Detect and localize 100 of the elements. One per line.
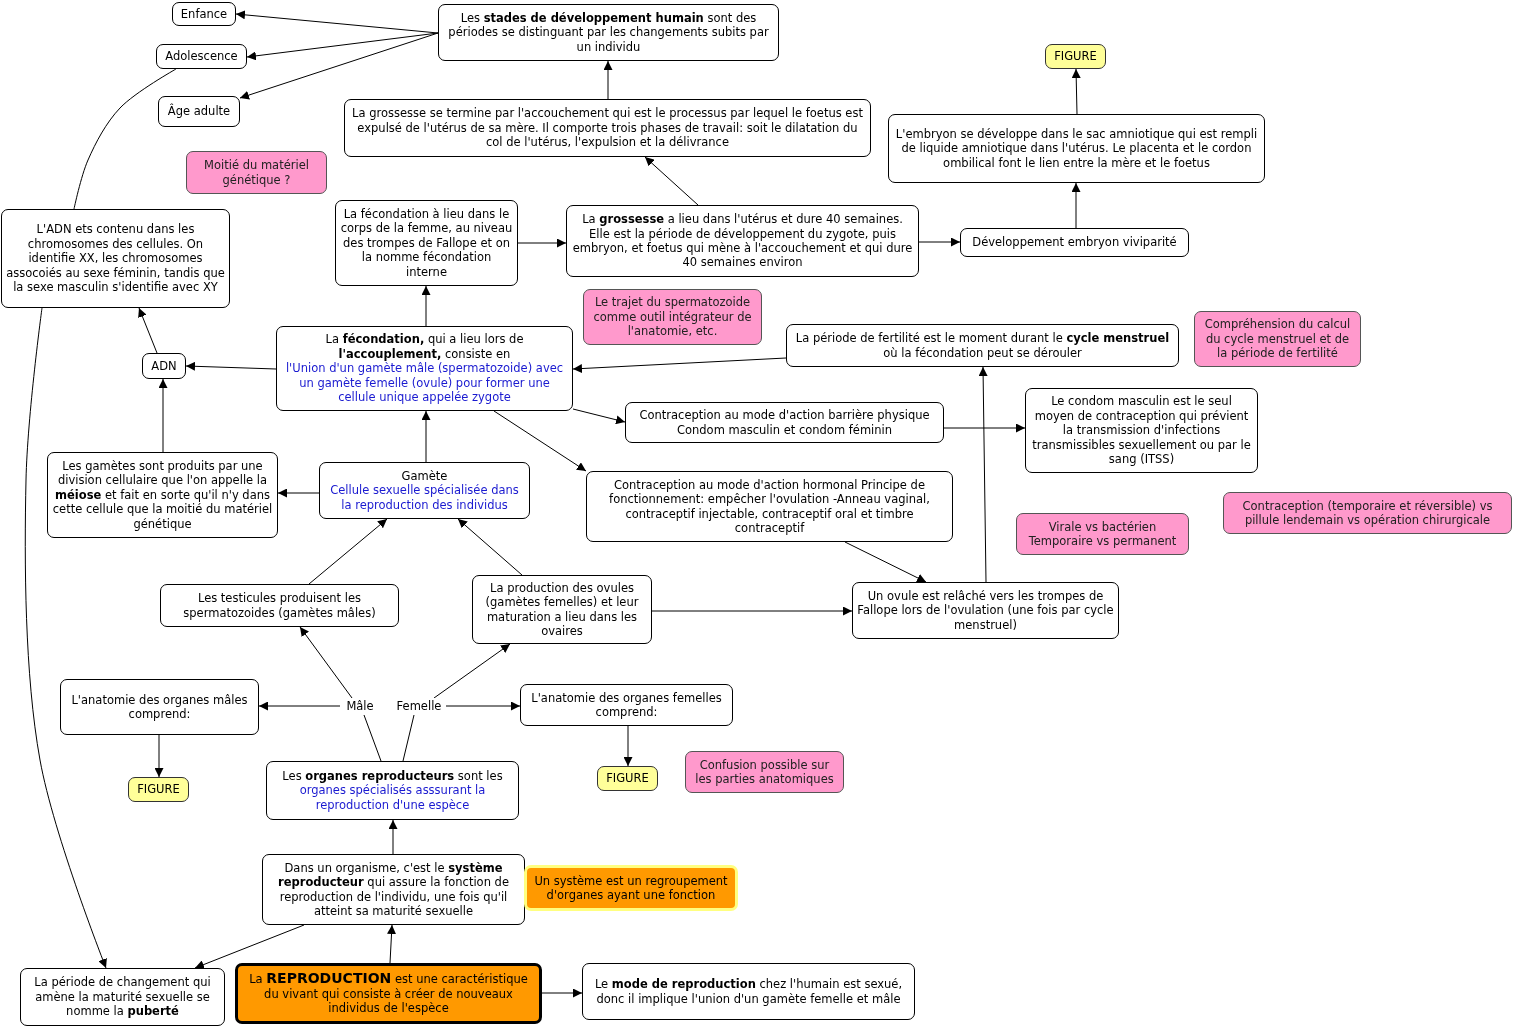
concept-text: Compréhension du calcul du cycle menstruel et de la période de fertilité [1203, 317, 1352, 361]
arrow [644, 156, 699, 206]
concept-box [319, 462, 530, 519]
concept-text: Un système est un regroupement d'organes ayant une fonction [533, 873, 729, 903]
concept-box [472, 575, 652, 644]
arrow [138, 307, 158, 354]
arrow [299, 626, 353, 699]
arrow [603, 60, 613, 100]
concept-box [1025, 388, 1258, 473]
arrow [387, 924, 396, 964]
concept-text: Le condom masculin est le seul moyen de contraception qui prévient la transmission d'infections transmissibles sexuellement ou par le sang (ITSS) [1031, 394, 1252, 467]
concept-text: La fécondation à lieu dans le corps de la femme, au niveau des trompes de Fallope et on la nomme fécondation interne [340, 207, 513, 279]
arrow [572, 408, 626, 425]
concept-text: L'anatomie des organes femelles comprend: [530, 690, 723, 720]
concept-box [852, 582, 1119, 639]
concept-text: Contraception (temporaire et réversible) vs pillule lendemain vs opération chirurgicale [1241, 498, 1494, 528]
arrow [572, 357, 787, 374]
arrow [421, 285, 431, 327]
figure-tag [1045, 44, 1106, 69]
concept-box [160, 584, 399, 627]
concept-text: Moitié du matériel génétique ? [203, 158, 310, 187]
concept-text: La grossesse se termine par l'accouchement qui est le processus par lequel le foetus est expulsé de l'utérus de sa mère. Il comporte trois phases de travail: soit le dilatation du col de l'utérus, l'expulsion et la délivrance [351, 106, 864, 150]
concept-text: organes spécialisés asssurant la reproduction d'une espèce [298, 783, 487, 813]
arrow [457, 518, 523, 576]
arrow [1071, 182, 1081, 229]
arrow [388, 819, 398, 855]
concept-box [266, 761, 519, 820]
arrow [943, 423, 1026, 433]
note-box [685, 751, 844, 793]
concept-text: Âge adulte [167, 104, 231, 119]
concept-text: Cellule sexuelle spécialisée dans la reproduction des individus [329, 483, 520, 513]
arrow [493, 410, 587, 472]
concept-box [586, 471, 953, 542]
concept-text: La période de changement qui amène la maturité sexuelle se nomme la puberté [33, 975, 212, 1019]
arrow [194, 924, 305, 969]
concept-box [344, 99, 871, 157]
note-box [186, 151, 327, 194]
concept-box [786, 324, 1179, 367]
arrow [158, 378, 168, 453]
arrow [154, 734, 164, 778]
arrow [185, 361, 277, 371]
arrow [445, 701, 521, 711]
concept-text: Le trajet du spermatozoide comme outil intégrateur de l'anatomie, etc. [592, 295, 753, 339]
concept-text: Les gamètes sont produits par une division cellulaire que l'on appelle la méiose et fait en sorte qu'il n'y dans cette cellule que la moitié du matériel génétique [52, 459, 273, 531]
concept-box [520, 684, 733, 726]
concept-text: Les testicules produisent les spermatozoides (gamètes mâles) [182, 591, 377, 620]
concept-text: Les stades de développement humain sont des périodes se distinguant par les changements subits par un individu [447, 10, 770, 55]
concept-text: Confusion possible sur les parties anatomiques [694, 757, 835, 787]
concept-box [335, 200, 518, 286]
concept-box [438, 4, 779, 61]
arrow [421, 410, 431, 463]
concept-text: La production des ovules (gamètes femelles) et leur maturation a lieu dans les ovaires [484, 580, 640, 639]
concept-box [20, 968, 225, 1026]
concept-text: l'Union d'un gamète mâle (spermatozoide) avec un gamète femelle (ovule) pour former une cellule unique appelée zygote [284, 361, 565, 405]
concept-box [1, 209, 230, 308]
note-box [583, 289, 762, 345]
concept-text: Contraception au mode d'action barrière physique Condom masculin et condom féminin [638, 408, 931, 437]
note-box [1223, 492, 1512, 534]
concept-text: Mâle [346, 699, 374, 714]
concept-box [566, 205, 919, 277]
concept-text: L'ADN ets contenu dans les chromosomes des cellules. On identifie XX, les chromosomes assocoiés au sexe féminin, tandis que la sexe masculin s'identifie avec XY [6, 222, 225, 295]
concept-text: Dans un organisme, c'est le système reproducteur qui assure la fonction de reproduction de l'individu, une fois qu'il atteint sa maturité sexuelle [277, 860, 510, 919]
figure-tag [597, 766, 658, 791]
definition-box [527, 868, 735, 908]
concept-text: Contraception au mode d'action hormonal Principe de fonctionnement: empêcher l'ovulation -Anneau vaginal, contraceptif injectable, contraceptif oral et timbre contraceptif [608, 477, 931, 536]
arrow [651, 606, 853, 616]
arrow [1071, 68, 1081, 115]
concept-text: L'embryon se développe dans le sac amniotique qui est rempli de liquide amniotique dans l'utérus. Le placenta et le cordon ombilical font le lien entre la mère et le foetus [894, 126, 1259, 171]
arrow [541, 988, 583, 998]
arrow [844, 541, 927, 583]
concept-heading: Gamète [401, 468, 448, 484]
arrow [258, 701, 341, 711]
concept-heading: Les organes reproducteurs sont les [282, 768, 503, 784]
concept-box [156, 44, 247, 69]
concept-box [888, 114, 1265, 183]
arrow [24, 307, 107, 969]
concept-box [142, 353, 186, 379]
arrow [623, 725, 633, 767]
note-box [1016, 513, 1189, 555]
concept-text: La grossesse a lieu dans l'utérus et dure 40 semaines. Elle est la période de développement du zygote, puis embryon, et foetus qui mène à l'accouchement et qui dure 40 semaines environ [571, 212, 914, 270]
figure-tag [128, 777, 189, 802]
concept-text: Adolescence [165, 49, 238, 64]
concept-text: La période de fertilité est le moment durant le cycle menstruel où la fécondation peut se dérouler [794, 331, 1171, 360]
concept-box [262, 854, 525, 925]
concept-text: Le mode de reproduction chez l'humain est sexué, donc il implique l'union d'un gamète femelle et mâle [593, 977, 904, 1006]
arrow [433, 643, 511, 699]
concept-text: Femelle [396, 699, 442, 714]
arrow [277, 488, 320, 498]
concept-text: ADN [151, 358, 177, 374]
concept-text: Virale vs bactérien Temporaire vs permanent [1027, 519, 1178, 549]
concept-text: Un ovule est relâché vers les trompes de Fallope lors de l'ovulation (une fois par cycle menstruel) [857, 588, 1114, 633]
concept-box [158, 96, 240, 127]
concept-box [60, 679, 259, 735]
concept-text: Enfance [180, 6, 228, 22]
arrow [978, 366, 988, 583]
concept-box [582, 963, 915, 1020]
concept-box [960, 228, 1189, 257]
concept-heading: La fécondation, qui a lieu lors de l'accouplement, consiste en [324, 332, 525, 362]
arrow [918, 237, 961, 247]
arrow [308, 518, 388, 585]
